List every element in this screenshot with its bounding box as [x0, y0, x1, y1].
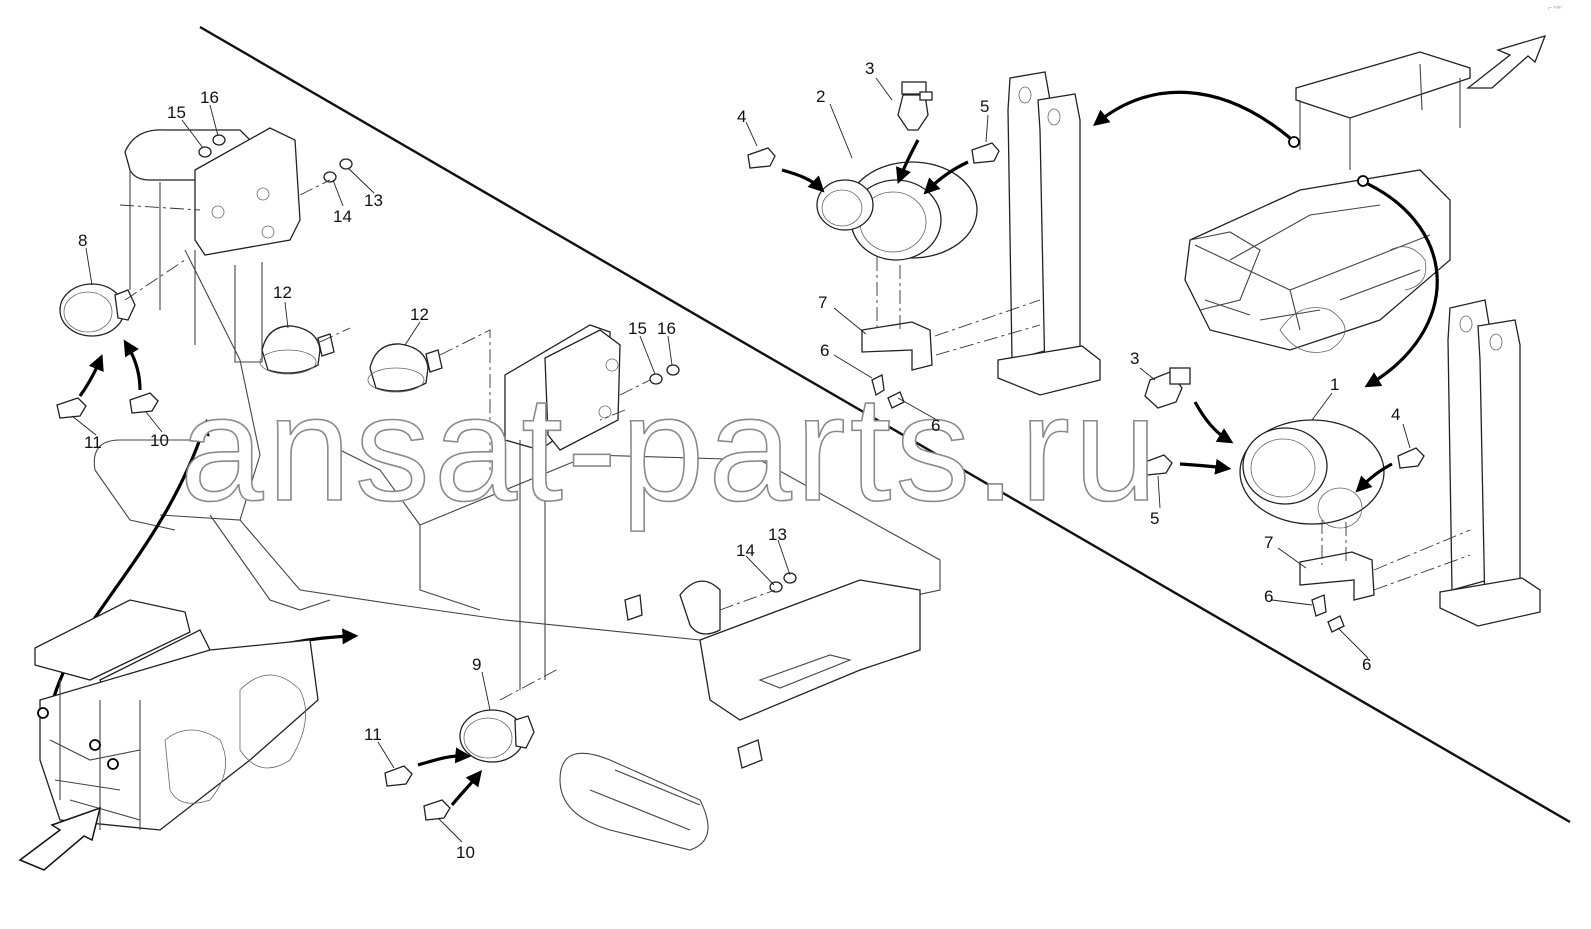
callout-16-lower: 16 — [657, 319, 676, 338]
bolt-lower-b — [1327, 615, 1345, 633]
rear-frame-lower — [239, 324, 941, 851]
callout-3-lower: 3 — [1130, 349, 1139, 368]
bolt-upper-a — [871, 374, 885, 397]
callout-15-lower: 15 — [628, 319, 647, 338]
hardware-upper — [198, 134, 353, 183]
bracket-lower — [1299, 551, 1375, 601]
lamp-socket-4-lower — [1397, 447, 1425, 469]
bracket-upper — [861, 321, 933, 371]
view-direction-arrow-top — [1466, 34, 1547, 89]
light-8 — [59, 283, 136, 337]
callout-11-upper: 11 — [84, 433, 102, 452]
bulb-upper — [897, 81, 933, 131]
lamp-socket-4-upper — [747, 147, 776, 169]
lamp-11-lower — [384, 765, 413, 787]
paver-overview-bottom-left — [34, 599, 319, 831]
callout-4-lower: 4 — [1391, 405, 1400, 424]
callout-14-upper: 14 — [333, 207, 352, 226]
work-light-assembly-upper — [816, 161, 978, 261]
callout-10-upper: 10 — [150, 431, 169, 450]
light-12-right — [367, 343, 443, 393]
callouts: 1 2 3 3 4 4 5 5 6 6 6 6 7 7 8 9 10 10 11… — [78, 59, 1400, 862]
leader-lines — [71, 77, 1411, 843]
callout-8: 8 — [78, 231, 87, 250]
paver-overview-top-right — [1184, 51, 1471, 353]
callout-10-lower: 10 — [456, 843, 475, 862]
callout-15-upper: 15 — [167, 103, 186, 122]
callout-6-upper-b: 6 — [931, 416, 940, 435]
callout-12-right: 12 — [410, 305, 429, 324]
light-9 — [459, 709, 535, 763]
bolt-upper-b — [887, 391, 905, 409]
callout-2: 2 — [816, 87, 825, 106]
callout-7-lower: 7 — [1264, 533, 1273, 552]
callout-5-upper: 5 — [980, 97, 989, 116]
mounting-post-upper — [997, 71, 1101, 396]
rear-frame-upper — [93, 127, 331, 611]
lamp-11-upper — [56, 397, 87, 419]
callout-16-upper: 16 — [200, 88, 219, 107]
callout-4-upper: 4 — [737, 107, 746, 126]
callout-6-lower-b: 6 — [1362, 655, 1371, 674]
bulb-lower — [1144, 367, 1191, 409]
callout-9: 9 — [472, 655, 481, 674]
callout-12-left: 12 — [273, 283, 292, 302]
lamp-10-upper — [129, 392, 159, 414]
work-light-assembly-lower — [1239, 419, 1385, 529]
callout-7-upper: 7 — [818, 293, 827, 312]
callout-1: 1 — [1330, 375, 1339, 394]
mounting-post-lower — [1439, 299, 1541, 627]
corner-mark: ⌐ ⁿⁿⁿ — [1548, 5, 1562, 12]
view-direction-arrow-bottom — [18, 806, 102, 871]
watermark: ansat-parts.ru — [180, 364, 1161, 532]
lamp-10-lower — [423, 799, 451, 821]
callout-6-upper-a: 6 — [820, 341, 829, 360]
callout-3-upper: 3 — [865, 59, 874, 78]
callout-5-lower: 5 — [1150, 509, 1159, 528]
hardware-lower — [649, 364, 797, 593]
callout-6-lower-a: 6 — [1264, 587, 1273, 606]
callout-13-lower: 13 — [768, 525, 787, 544]
lamp-socket-5-lower — [1144, 454, 1173, 476]
bolt-lower-a — [1311, 594, 1327, 617]
lamp-socket-5-upper — [971, 142, 1000, 164]
callout-13-upper: 13 — [364, 191, 383, 210]
divider-line — [199, 25, 1571, 824]
callout-14-lower: 14 — [736, 541, 755, 560]
light-12-left — [259, 325, 335, 375]
callout-11-lower: 11 — [364, 725, 382, 744]
